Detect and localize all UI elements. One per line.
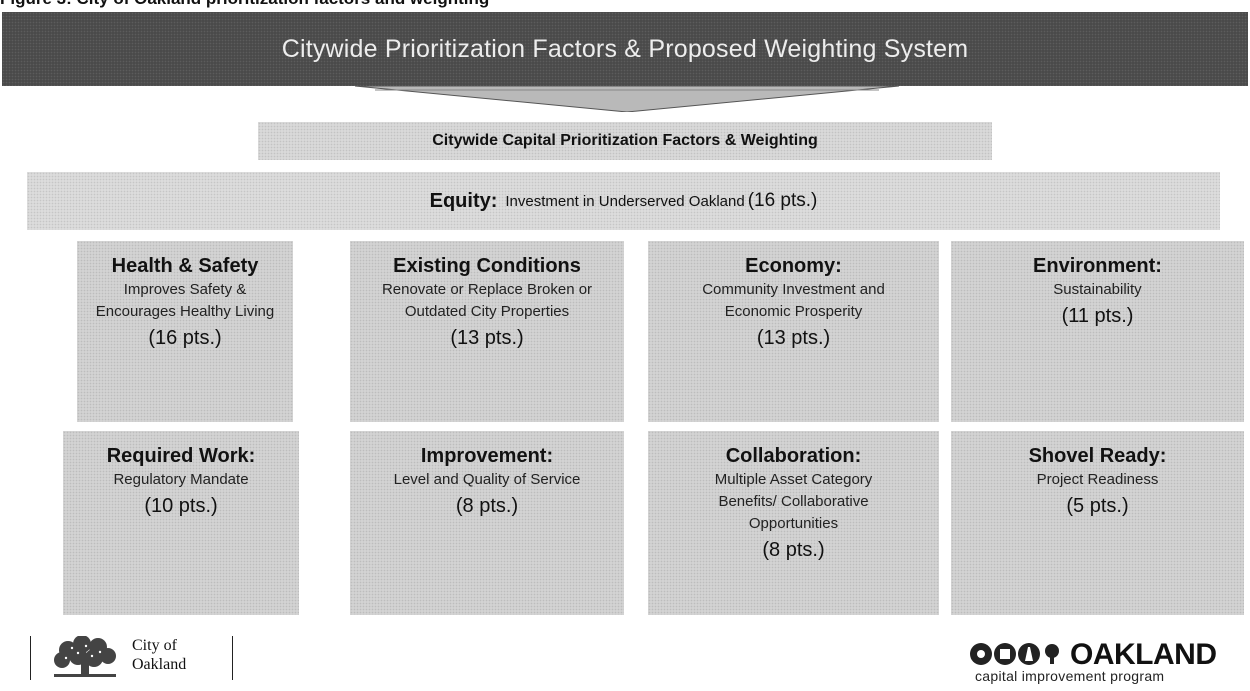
road-icon [1018,643,1040,665]
oakland-cip-logo: OAKLAND capital improvement program [968,638,1246,689]
factor-description: Sustainability [1053,281,1142,298]
equity-description: Investment in Underserved Oakland [505,192,745,210]
subtitle-band: Citywide Capital Prioritization Factors … [258,122,992,160]
factor-points: (13 pts.) [756,327,831,349]
cip-tagline: capital improvement program [975,668,1165,684]
factor-points: (8 pts.) [455,495,519,517]
factor-box-existing-conditions: Existing Conditions Renovate or Replace … [350,241,624,422]
factor-description: Renovate or Replace Broken or Outdated C… [381,281,593,320]
factor-points: (10 pts.) [144,495,218,517]
cip-wordmark: OAKLAND [1070,638,1217,671]
factor-box-shovel-ready: Shovel Ready: Project Readiness (5 pts.) [951,431,1244,615]
equity-points: (16 pts.) [747,190,818,211]
factor-title: Collaboration: [725,445,862,467]
building-icon [994,643,1016,665]
factor-description: Regulatory Mandate [113,471,249,488]
gear-icon [970,643,992,665]
factor-points: (11 pts.) [1061,305,1134,327]
factor-title: Existing Conditions [393,255,581,277]
factor-points: (16 pts.) [148,327,222,349]
header-banner: Citywide Prioritization Factors & Propos… [2,12,1248,86]
factor-title: Health & Safety [111,255,259,277]
factor-box-required-work: Required Work: Regulatory Mandate (10 pt… [63,431,299,615]
factor-description: Level and Quality of Service [393,471,581,488]
subtitle: Citywide Capital Prioritization Factors … [432,132,818,149]
factor-title: Shovel Ready: [1028,445,1167,467]
factor-description: Project Readiness [1036,471,1159,488]
factor-title: Economy: [745,255,842,277]
factor-description: Multiple Asset Category Benefits/ Collab… [714,471,873,532]
equity-heading: Equity: [429,189,498,212]
factor-points: (5 pts.) [1066,495,1129,517]
tree-icon [1045,644,1059,664]
factor-box-environment: Environment: Sustainability (11 pts.) [951,241,1244,422]
factor-box-collaboration: Collaboration: Multiple Asset Category B… [648,431,939,615]
factor-box-economy: Economy: Community Investment and Econom… [648,241,939,422]
cip-icons [970,643,1059,665]
factor-title: Required Work: [106,445,256,467]
factor-box-improvement: Improvement: Level and Quality of Servic… [350,431,624,615]
factor-title: Environment: [1033,255,1162,277]
factor-description: Improves Safety & Encourages Healthy Liv… [95,281,275,320]
city-of-oakland-logo: City of Oakland [30,630,260,686]
oak-tree-icon [54,636,116,677]
banner-title: Citywide Prioritization Factors & Propos… [281,34,969,63]
divider [232,636,233,680]
equity-factor: Equity: Investment in Underserved Oaklan… [27,172,1220,230]
factor-description: Community Investment and Economic Prospe… [702,281,885,320]
factor-points: (8 pts.) [762,539,825,561]
city-of-oakland-text: City of Oakland [132,637,187,673]
down-chevron-arrow [355,86,899,112]
divider [30,636,31,680]
factor-points: (13 pts.) [450,327,524,349]
factor-title: Improvement: [420,445,554,467]
figure-caption: Figure 3: City of Oakland prioritization… [0,0,1250,9]
factor-box-health-safety: Health & Safety Improves Safety & Encour… [77,241,293,422]
